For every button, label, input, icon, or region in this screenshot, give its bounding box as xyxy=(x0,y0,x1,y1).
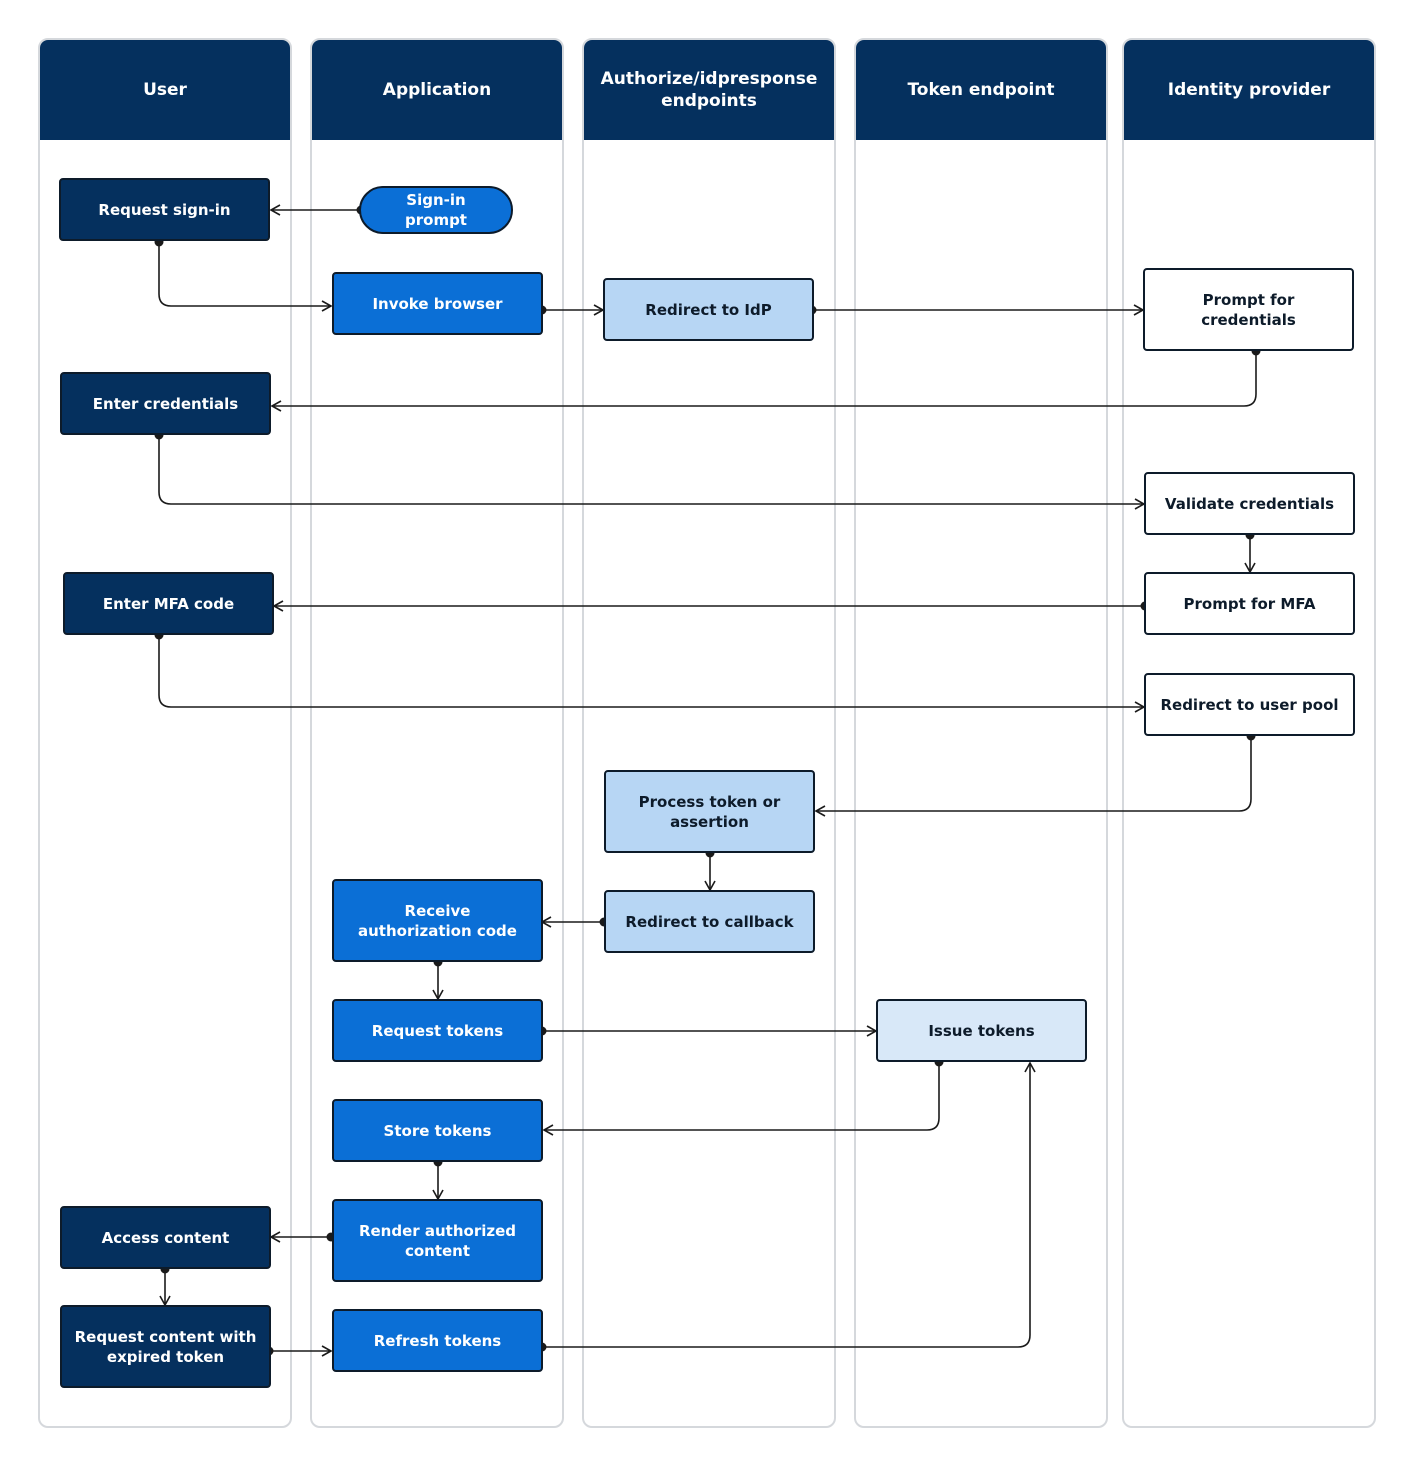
node-validate-credentials: Validate credentials xyxy=(1144,472,1355,535)
lane-header-user: User xyxy=(40,40,290,140)
lane-application: Application xyxy=(310,38,564,1428)
node-access-content: Access content xyxy=(60,1206,271,1269)
lane-header-authorize: Authorize/idpresponse endpoints xyxy=(584,40,834,140)
lane-authorize: Authorize/idpresponse endpoints xyxy=(582,38,836,1428)
node-issue-tokens: Issue tokens xyxy=(876,999,1087,1062)
lane-header-token: Token endpoint xyxy=(856,40,1106,140)
lane-header-idp: Identity provider xyxy=(1124,40,1374,140)
lane-token: Token endpoint xyxy=(854,38,1108,1428)
node-redirect-to-user-pool: Redirect to user pool xyxy=(1144,673,1355,736)
node-store-tokens: Store tokens xyxy=(332,1099,543,1162)
lane-header-application: Application xyxy=(312,40,562,140)
node-invoke-browser: Invoke browser xyxy=(332,272,543,335)
node-refresh-tokens: Refresh tokens xyxy=(332,1309,543,1372)
node-sign-in-prompt: Sign-in prompt xyxy=(359,186,513,234)
node-request-tokens: Request tokens xyxy=(332,999,543,1062)
node-enter-mfa-code: Enter MFA code xyxy=(63,572,274,635)
node-redirect-to-idp: Redirect to IdP xyxy=(603,278,814,341)
node-render-authorized-content: Render authorized content xyxy=(332,1199,543,1282)
node-request-content-expired: Request content with expired token xyxy=(60,1305,271,1388)
node-prompt-for-credentials: Prompt for credentials xyxy=(1143,268,1354,351)
node-receive-authorization-code: Receive authorization code xyxy=(332,879,543,962)
node-redirect-to-callback: Redirect to callback xyxy=(604,890,815,953)
node-request-sign-in: Request sign-in xyxy=(59,178,270,241)
node-process-token-or-assertion: Process token or assertion xyxy=(604,770,815,853)
node-enter-credentials: Enter credentials xyxy=(60,372,271,435)
node-prompt-for-mfa: Prompt for MFA xyxy=(1144,572,1355,635)
